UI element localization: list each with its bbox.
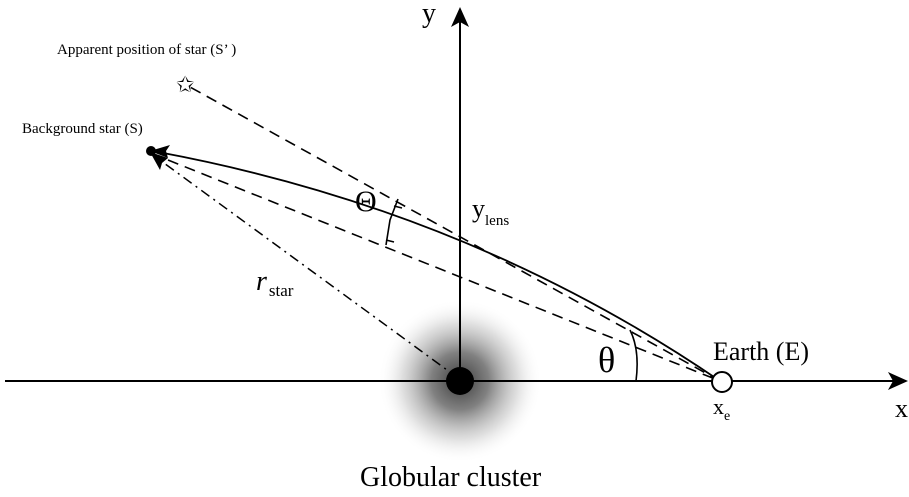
lower-dashed-line: [167, 159, 721, 382]
background-star-dot: [146, 146, 156, 156]
apparent-star-marker: ✩: [176, 72, 194, 97]
r-star-sub: star: [269, 281, 294, 300]
cluster-label: Globular cluster: [360, 462, 542, 493]
small-theta-label: θ: [598, 340, 615, 380]
r-star-arrowhead: [150, 152, 168, 170]
x-axis-arrowhead: [888, 372, 908, 390]
big-theta-tick-2: [385, 239, 395, 243]
background-star-label: Background star (S): [22, 121, 143, 137]
big-theta-tick-1: [393, 205, 403, 209]
y-lens-main: y: [472, 194, 485, 223]
apparent-star-label: Apparent position of star (S’ ): [57, 42, 236, 58]
r-star-line: [152, 154, 459, 379]
x-e-main: x: [713, 394, 724, 419]
x-axis-label: x: [895, 394, 908, 423]
y-axis-arrowhead: [451, 7, 469, 27]
small-theta-arc: [629, 329, 638, 382]
y-lens-sub: lens: [485, 213, 509, 229]
earth-label: Earth (E): [713, 337, 809, 366]
light-path: [157, 151, 721, 382]
big-theta-label: Θ: [355, 185, 377, 218]
apparent-ray-dashed: [189, 86, 721, 382]
cluster-core: [446, 367, 474, 395]
x-e-sub: e: [724, 409, 730, 424]
y-lens-label: ylens: [472, 194, 509, 229]
earth-marker: [711, 371, 733, 393]
r-star-main: r: [256, 266, 267, 297]
x-e-label: xe: [713, 394, 730, 424]
y-axis-label: y: [422, 0, 436, 29]
light-path-arrowhead: [150, 145, 170, 158]
